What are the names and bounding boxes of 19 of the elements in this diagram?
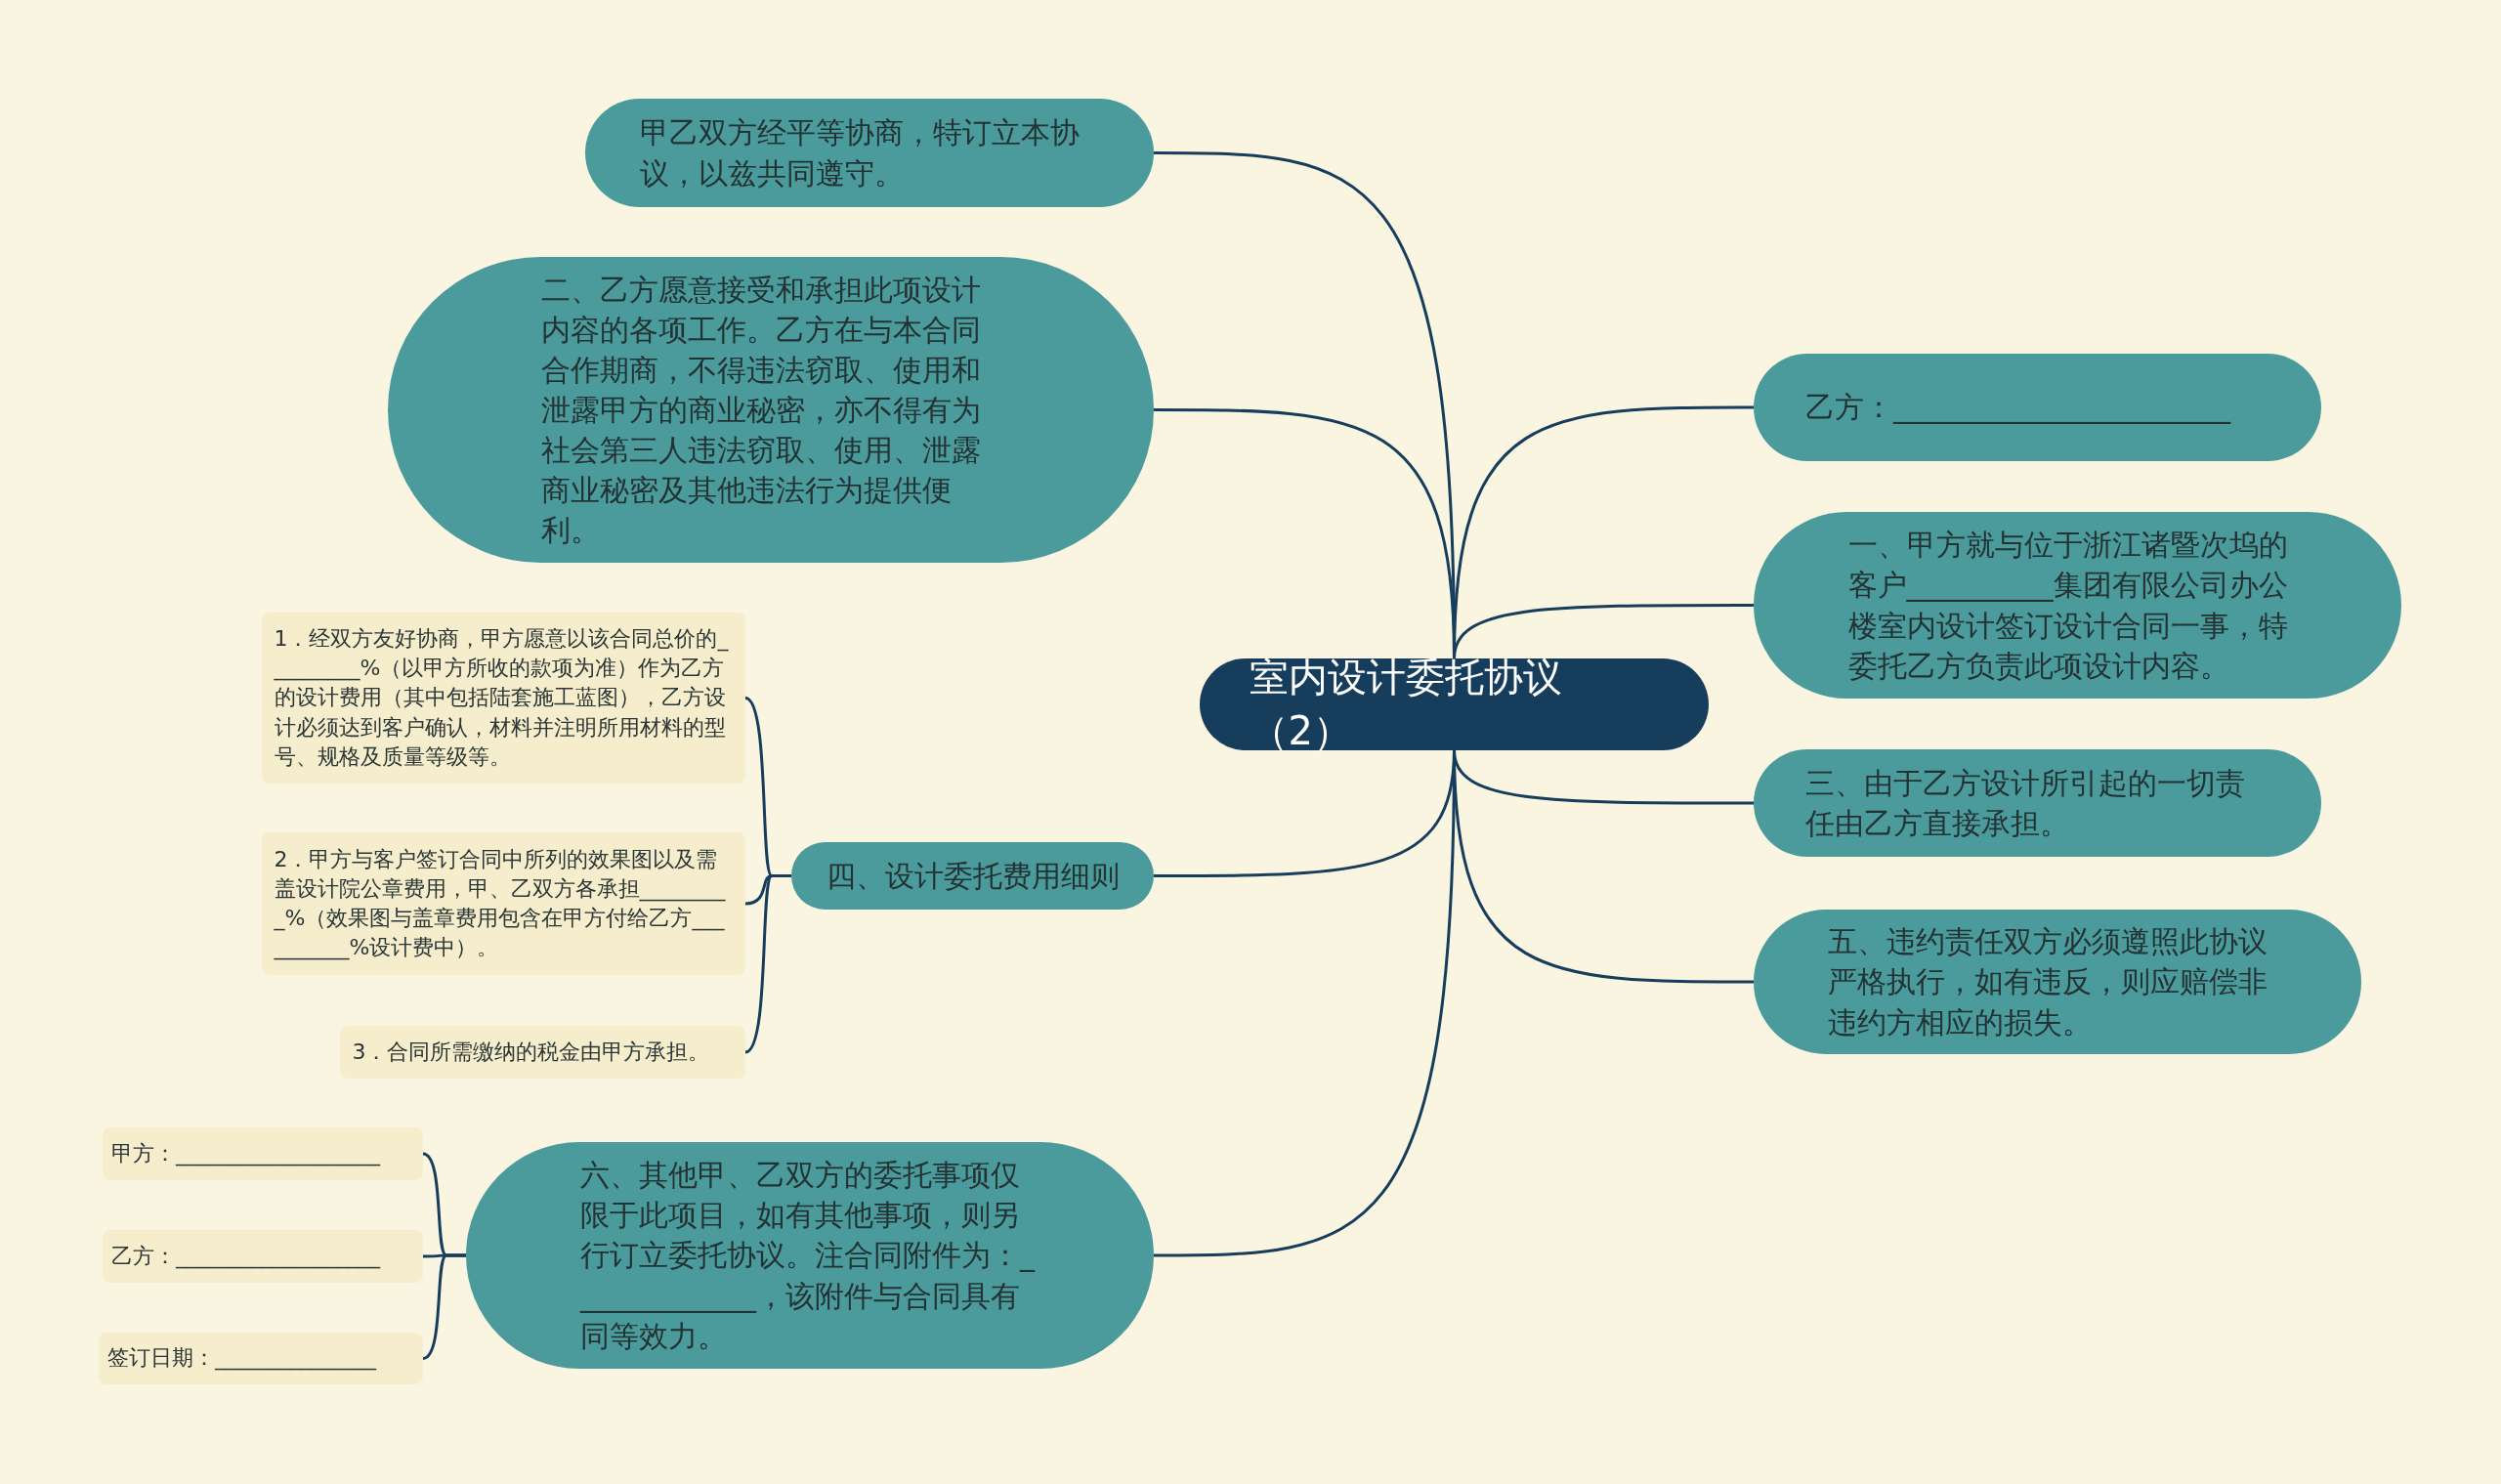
central-topic: 室内设计委托协议（2）	[1200, 658, 1709, 750]
connector	[1453, 749, 1754, 984]
topic-pill: 二、乙方愿意接受和承担此项设计内容的各项工作。乙方在与本合同合作期商，不得违法窃取、使用和泄露甲方的商业秘密，亦不得有为社会第三人违法窃取、使用、泄露商业秘密及其他违法行为提供便利。	[388, 257, 1154, 563]
topic-pill: 三、由于乙方设计所引起的一切责任由乙方直接承担。	[1754, 749, 2321, 857]
detail-box: 签订日期：_______________	[99, 1333, 423, 1384]
detail-box: 3．合同所需缴纳的税金由甲方承担。	[340, 1026, 745, 1079]
detail-box: 1．经双方友好协商，甲方愿意以该合同总价的_________%（以甲方所收的款项为准）作为乙方的设计费用（其中包括陆套施工蓝图），乙方设计必须达到客户确认，材料并注明所用材料的型号、规格及质量等级等。	[262, 613, 745, 784]
topic-pill: 五、违约责任双方必须遵照此协议严格执行，如有违反，则应赔偿非违约方相应的损失。	[1754, 910, 2361, 1054]
topic-pill: 六、其他甲、乙双方的委托事项仅限于此项目，如有其他事项，则另行订立委托协议。注合同附件为：_____________，该附件与合同具有同等效力。	[466, 1142, 1154, 1369]
connector	[744, 874, 791, 1054]
topic-pill: 乙方：_______________________	[1754, 354, 2321, 461]
topic-pill: 四、设计委托费用细则	[791, 842, 1154, 910]
topic-pill: 一、甲方就与位于浙江诸暨次坞的客户__________集团有限公司办公楼室内设计签订设计合同一事，特委托乙方负责此项设计内容。	[1754, 512, 2401, 699]
detail-box: 2．甲方与客户签订合同中所列的效果图以及需盖设计院公章费用，甲、乙双方各承担_________%（效果图与盖章费用包含在甲方付给乙方__________%设计费中）。	[262, 832, 745, 975]
topic-pill: 甲乙双方经平等协商，特订立本协议，以兹共同遵守。	[585, 99, 1154, 207]
connector	[1453, 604, 1754, 659]
detail-box: 乙方：___________________	[103, 1230, 423, 1283]
connector	[422, 1253, 466, 1360]
detail-box: 甲方：___________________	[103, 1127, 423, 1180]
